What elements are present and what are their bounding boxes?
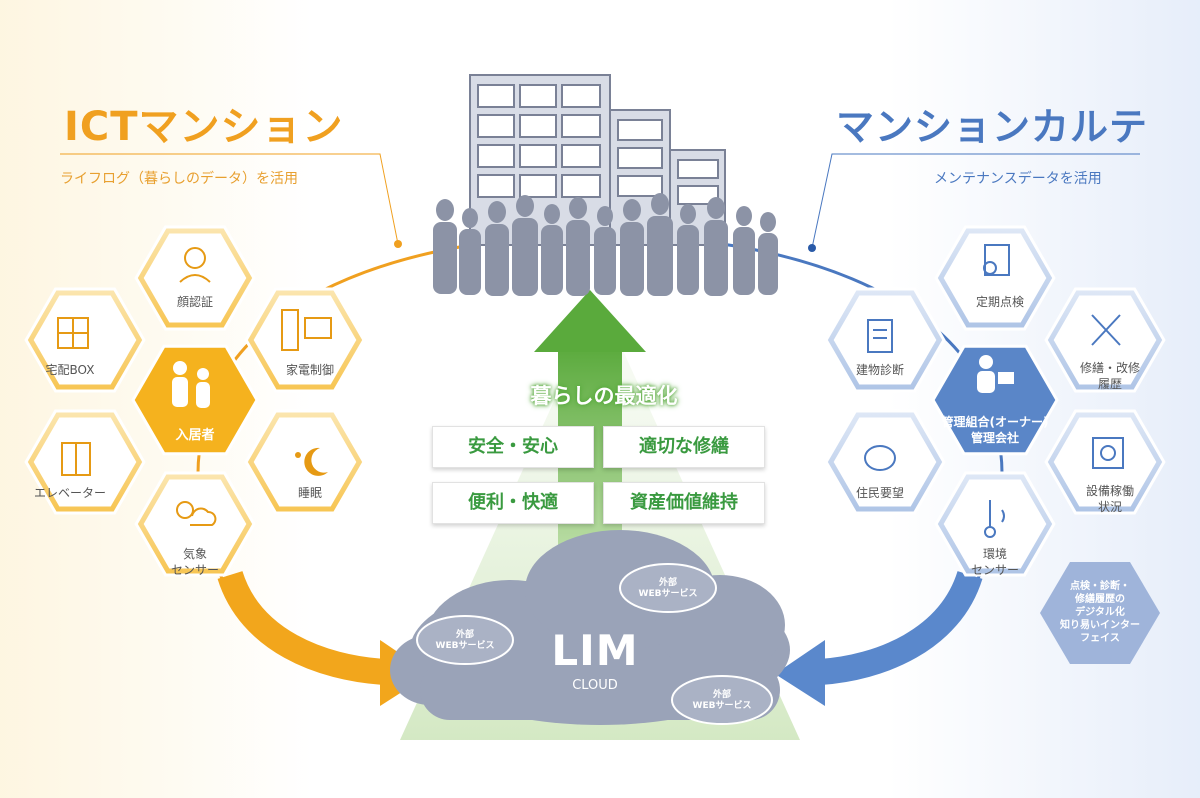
hex-center <box>931 344 1059 456</box>
hex-inner <box>943 233 1047 323</box>
hex-label-env-sensor: 環境 センサー <box>970 547 1019 577</box>
feature-hex <box>1040 562 1160 664</box>
chat-icon <box>864 445 896 471</box>
hex-label-weather-sensor: 気象 センサー <box>170 547 219 577</box>
hex-label-inspection: 定期点検 <box>975 295 1024 309</box>
face-icon <box>179 247 211 283</box>
hex-label-building-diagnosis: 建物診断 <box>855 363 904 377</box>
elevator-icon <box>61 442 91 476</box>
hex-inner <box>1053 295 1157 385</box>
hex-label-sleep: 睡眠 <box>297 486 322 500</box>
crowd-silhouette <box>433 193 778 296</box>
moon-icon <box>295 447 328 476</box>
hex-inner <box>1053 417 1157 507</box>
appliance-icon <box>281 309 332 351</box>
left-subtitle: ライフログ（暮らしのデータ）を活用 <box>60 171 298 187</box>
badge-convenience: 便利・快適 <box>432 482 594 524</box>
optimize-label: 暮らしの最適化 <box>530 384 678 408</box>
hex-center <box>131 344 259 456</box>
manager-icon <box>977 355 1014 393</box>
hex-inner <box>143 233 247 323</box>
hex-inner <box>833 417 937 507</box>
right-subtitle: メンテナンスデータを活用 <box>934 171 1102 187</box>
right-flow-arrow <box>818 570 983 685</box>
web-service-label: 外部 WEBサービス <box>638 578 698 599</box>
feature-label: 点検・診断・ 修繕履歴の デジタル化 知り易いインター フェイス <box>1060 581 1140 644</box>
thermometer-icon <box>984 500 1005 538</box>
clipboard-icon <box>983 244 1010 276</box>
tools-icon <box>1091 314 1121 346</box>
lim-cloud-title: LIM <box>551 626 639 675</box>
badge-asset-value: 資産価値維持 <box>603 482 765 524</box>
building-check-icon <box>867 319 893 353</box>
right-title: マンションカルテ <box>836 105 1149 149</box>
hex-label-delivery-box: 宅配BOX <box>45 363 95 377</box>
residents-icon <box>172 361 210 408</box>
weather-icon <box>176 501 217 526</box>
hex-label-residents: 入居者 <box>175 428 215 443</box>
left-hex-cluster <box>24 225 366 577</box>
hex-label-elevator: エレベーター <box>33 486 106 500</box>
delivery-box-icon <box>57 317 89 349</box>
hex-label-management: 管理組合(オーナー) 管理会社 <box>941 415 1049 445</box>
hex-label-face-auth: 顔認証 <box>176 295 213 309</box>
right-hex-cluster <box>824 225 1166 577</box>
hex-label-resident-requests: 住民要望 <box>855 486 904 500</box>
right-title-leader <box>811 153 1140 249</box>
badge-safety: 安全・安心 <box>432 426 594 468</box>
web-service-label: 外部 WEBサービス <box>435 630 495 651</box>
left-flow-arrow <box>217 570 386 685</box>
left-title: ICTマンション <box>64 104 344 150</box>
hex-inner <box>33 417 137 507</box>
hex-label-appliance: 家電制御 <box>285 363 334 377</box>
web-service-clouds <box>416 563 773 725</box>
badge-repair: 適切な修繕 <box>603 426 765 468</box>
right-icons <box>864 244 1124 538</box>
equipment-icon <box>1092 437 1124 469</box>
hex-inner <box>943 479 1047 569</box>
left-icons <box>57 247 332 526</box>
left-title-leader <box>60 153 399 245</box>
hex-inner <box>833 295 937 385</box>
web-service-label: 外部 WEBサービス <box>692 690 752 711</box>
hex-label-equipment-status: 設備稼働 状況 <box>1085 484 1134 514</box>
building-illustration <box>469 74 726 246</box>
lim-cloud-subtitle: CLOUD <box>572 678 618 693</box>
hex-label-repair-history: 修繕・改修 履歴 <box>1079 361 1140 391</box>
